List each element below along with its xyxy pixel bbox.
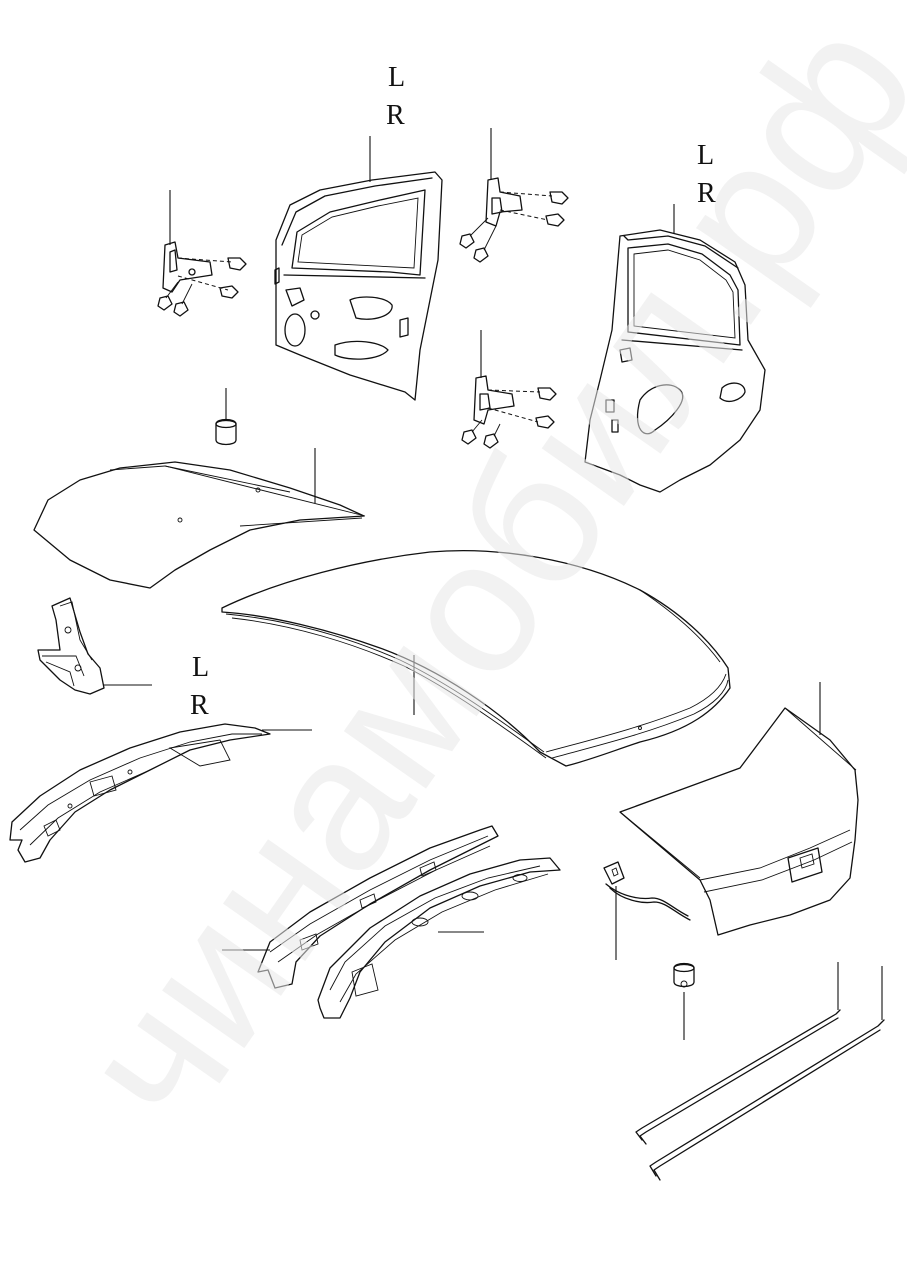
front-door-label-l: L [388, 62, 406, 93]
roof-crossmember-rear [317, 857, 561, 1019]
trunk-latch-cable [603, 861, 691, 960]
trunk-bumper [673, 962, 695, 1040]
front-door-label-r: R [386, 100, 405, 131]
trunk-lid [619, 682, 859, 936]
side-rail-label-r: R [190, 690, 209, 721]
roof-crossmember-front [222, 825, 499, 989]
front-door [274, 136, 443, 401]
roof-panel [221, 550, 731, 767]
hood-bumper [215, 388, 237, 446]
rear-door-label-r: R [697, 178, 716, 209]
front-pillar-bracket [37, 597, 152, 695]
support-rods [635, 962, 885, 1181]
rear-door-hinge-lower [461, 330, 557, 449]
rear-door-hinge-upper [459, 128, 569, 263]
side-roof-rail [9, 723, 312, 863]
rear-door-label-l: L [697, 140, 715, 171]
side-rail-label-l: L [192, 652, 210, 683]
hood [33, 448, 366, 589]
rear-door [584, 204, 766, 493]
front-door-hinge [157, 190, 247, 317]
